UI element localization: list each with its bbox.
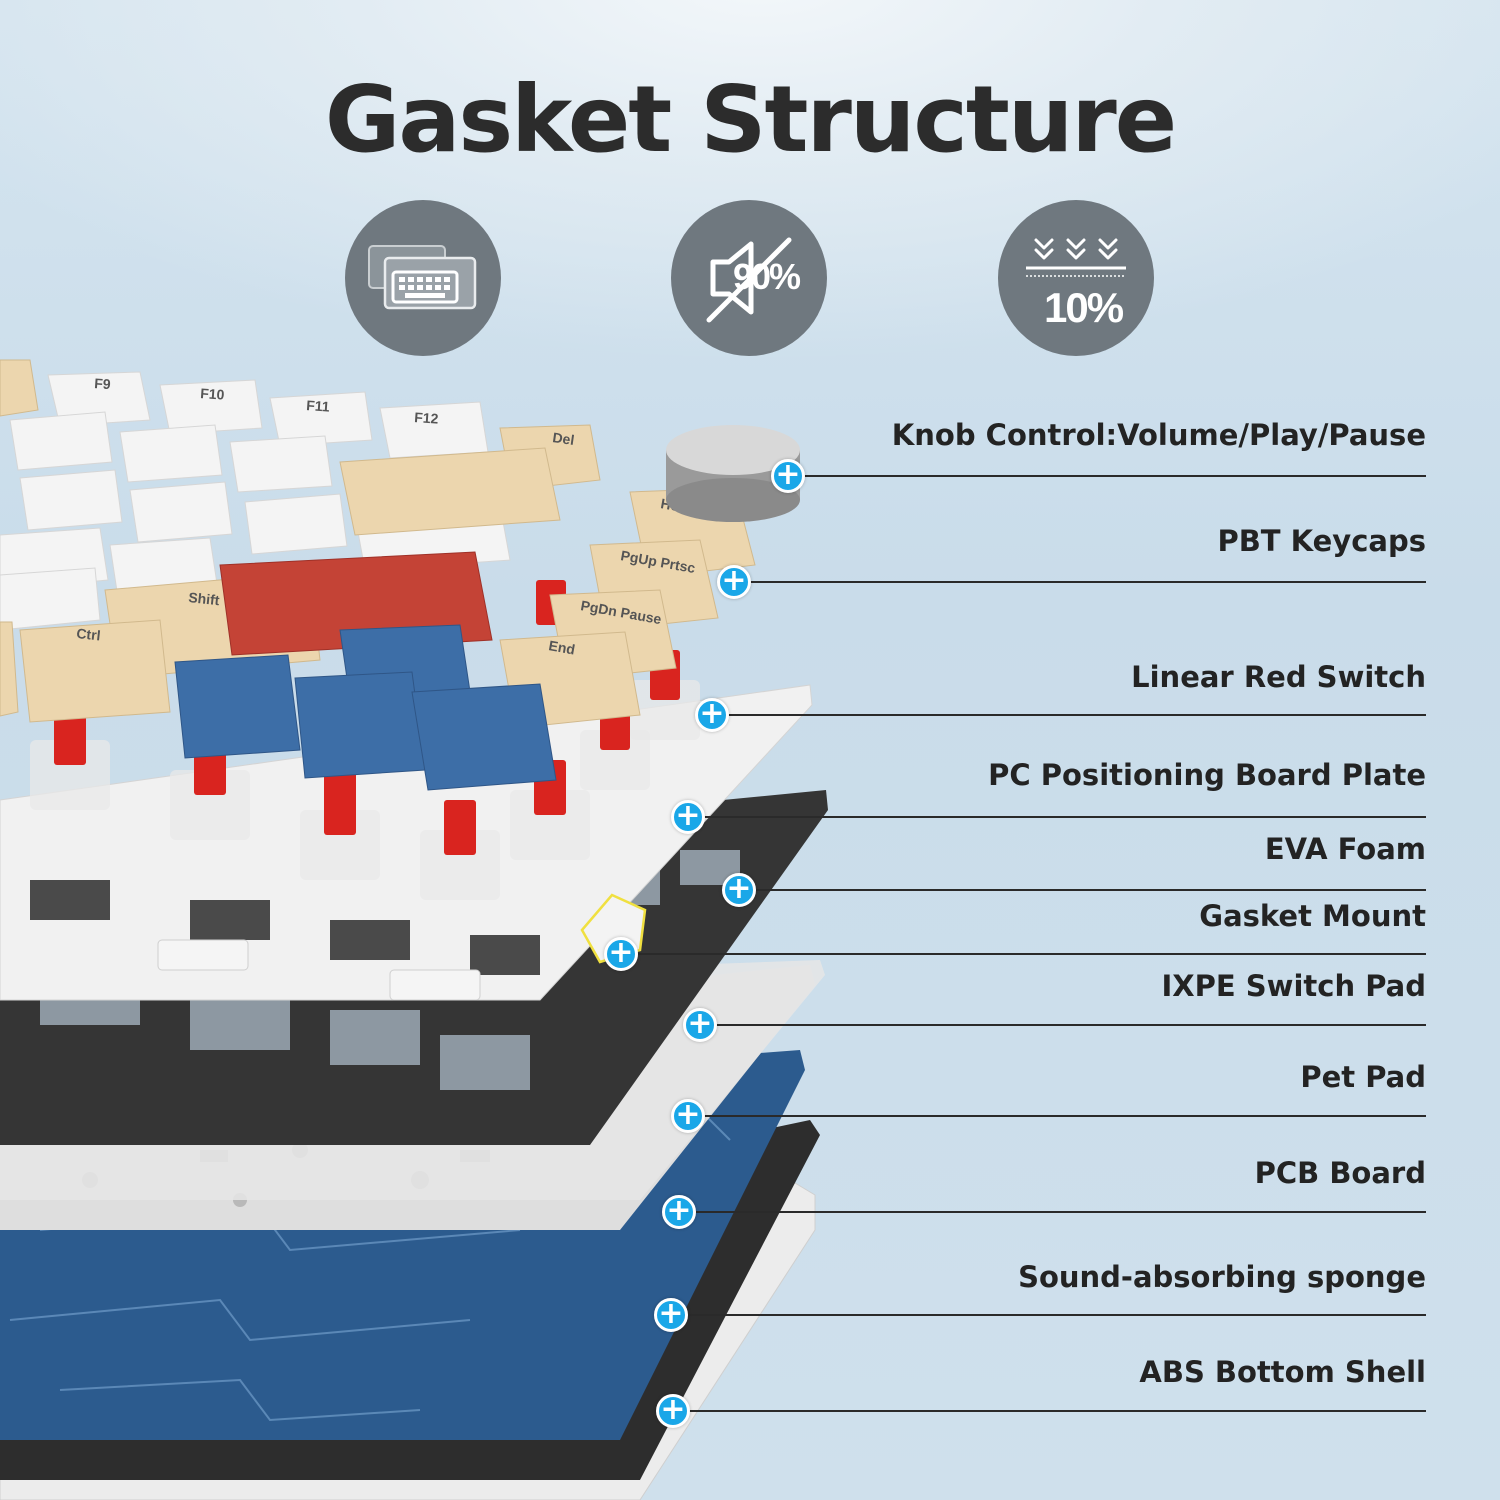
compression-arrows-icon: [1026, 238, 1126, 277]
plus-marker[interactable]: +: [717, 565, 751, 599]
leader-line: [671, 1314, 1426, 1316]
leader-line: [788, 475, 1426, 477]
pbt-keycaps: [0, 359, 756, 791]
feature-badge-keyboard: [345, 200, 501, 356]
keycap-legend-ctrl: Ctrl: [76, 625, 102, 643]
keycap-legend-del: Del: [552, 429, 576, 448]
leader-line: [679, 1211, 1426, 1213]
leader-line: [688, 816, 1426, 818]
plus-marker[interactable]: +: [671, 800, 705, 834]
plus-marker[interactable]: +: [722, 873, 756, 907]
keycap-legend-f11: F11: [306, 397, 331, 415]
plus-marker[interactable]: +: [671, 1099, 705, 1133]
leader-line: [712, 714, 1426, 716]
leader-line: [673, 1410, 1426, 1412]
noise-reduction-text: 90%: [733, 256, 801, 297]
keycap-legend-shift: Shift: [188, 589, 221, 608]
sound-muted-icon: [706, 237, 792, 323]
leader-line: [700, 1024, 1426, 1026]
feature-badge-compression: 10%: [998, 200, 1154, 356]
leader-line: [688, 1115, 1426, 1117]
keycap-legend-end: End: [547, 637, 576, 657]
keycap-legend-f12: F12: [414, 409, 439, 427]
leader-line: [739, 889, 1426, 891]
leader-line: [734, 581, 1426, 583]
compression-text: 10%: [1044, 284, 1124, 331]
plus-marker[interactable]: +: [683, 1008, 717, 1042]
leader-line: [621, 953, 1426, 955]
plus-marker[interactable]: +: [771, 459, 805, 493]
plus-marker[interactable]: +: [604, 937, 638, 971]
plus-marker[interactable]: +: [654, 1298, 688, 1332]
page-title: Gasket Structure: [324, 66, 1177, 173]
keyboard-layers-icon: [368, 245, 477, 310]
plus-marker[interactable]: +: [695, 698, 729, 732]
plus-marker[interactable]: +: [656, 1394, 690, 1428]
blue-keycap: [174, 654, 301, 759]
keycap-legend-f9: F9: [94, 375, 112, 392]
plus-marker[interactable]: +: [662, 1195, 696, 1229]
feature-badge-noise: 90%: [671, 200, 827, 356]
keycap-legend-f10: F10: [200, 385, 225, 403]
